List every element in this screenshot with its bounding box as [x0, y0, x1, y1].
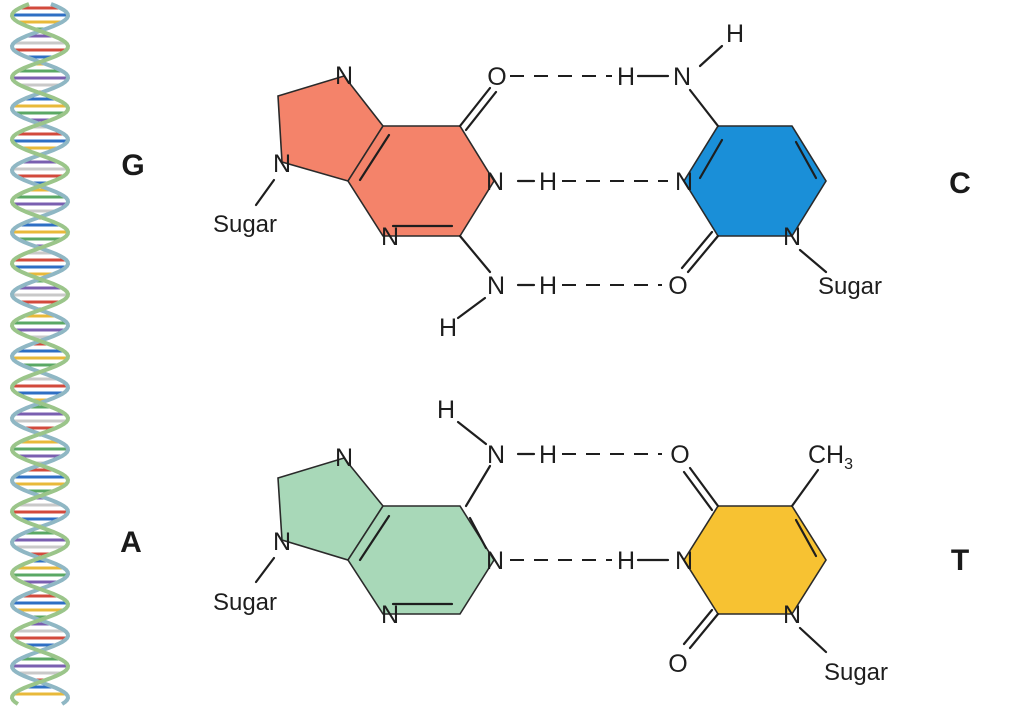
- thymine-ring: [683, 505, 827, 615]
- adenine-pyrimidine-ring: [347, 505, 495, 615]
- cytosine-h4a-label: H: [617, 63, 635, 91]
- adenine-n7-label: N: [335, 444, 353, 472]
- cytosine-n1-label: N: [783, 223, 801, 251]
- cytosine-letter: C: [949, 167, 971, 200]
- adenine-sugar-label: Sugar: [213, 589, 277, 616]
- thymine-n3-label: N: [675, 547, 693, 575]
- adenine-h6b-label: H: [437, 396, 455, 424]
- guanine-n1-label: N: [486, 168, 504, 196]
- guanine-h1-label: H: [539, 168, 557, 196]
- adenine-n1-label: N: [486, 547, 504, 575]
- guanine-o6-label: O: [487, 63, 506, 91]
- at-base-pair: N N N N N H H Sugar O N H N O CH3 Sugar …: [120, 396, 969, 686]
- guanine-h2a-label: H: [539, 272, 557, 300]
- thymine-sugar-label: Sugar: [824, 659, 888, 686]
- guanine-n9-label: N: [273, 150, 291, 178]
- cytosine-n4-label: N: [673, 63, 691, 91]
- thymine-methyl-label: CH3: [808, 441, 853, 473]
- thymine-o2-label: O: [668, 650, 687, 678]
- guanine-n3-label: N: [381, 223, 399, 251]
- dna-double-helix-icon: [9, 2, 71, 706]
- thymine-letter: T: [951, 544, 969, 577]
- adenine-n6-label: N: [487, 441, 505, 469]
- helix-strand: [9, 2, 71, 706]
- thymine-methyl-subscript: 3: [844, 456, 853, 473]
- thymine-methyl-ch: CH: [808, 441, 844, 469]
- guanine-letter: G: [121, 149, 144, 182]
- guanine-sugar-label: Sugar: [213, 211, 277, 238]
- cytosine-ring: [683, 125, 827, 237]
- adenine-n9-label: N: [273, 528, 291, 556]
- guanine-n2-label: N: [487, 272, 505, 300]
- cytosine-n3-label: N: [675, 168, 693, 196]
- adenine-n3-label: N: [381, 601, 399, 629]
- adenine-letter: A: [120, 526, 142, 559]
- cytosine-h4b-label: H: [726, 20, 744, 48]
- thymine-h3-label: H: [617, 547, 635, 575]
- guanine-n7-label: N: [335, 62, 353, 90]
- gc-base-pair: N N N N O H N H H Sugar N H H N N O Suga…: [121, 20, 971, 342]
- adenine-h6a-label: H: [539, 441, 557, 469]
- helix-strand: [9, 2, 71, 706]
- cytosine-o2-label: O: [668, 272, 687, 300]
- thymine-n1-label: N: [783, 601, 801, 629]
- cytosine-sugar-label: Sugar: [818, 273, 882, 300]
- thymine-o4-label: O: [670, 441, 689, 469]
- guanine-h2b-label: H: [439, 314, 457, 342]
